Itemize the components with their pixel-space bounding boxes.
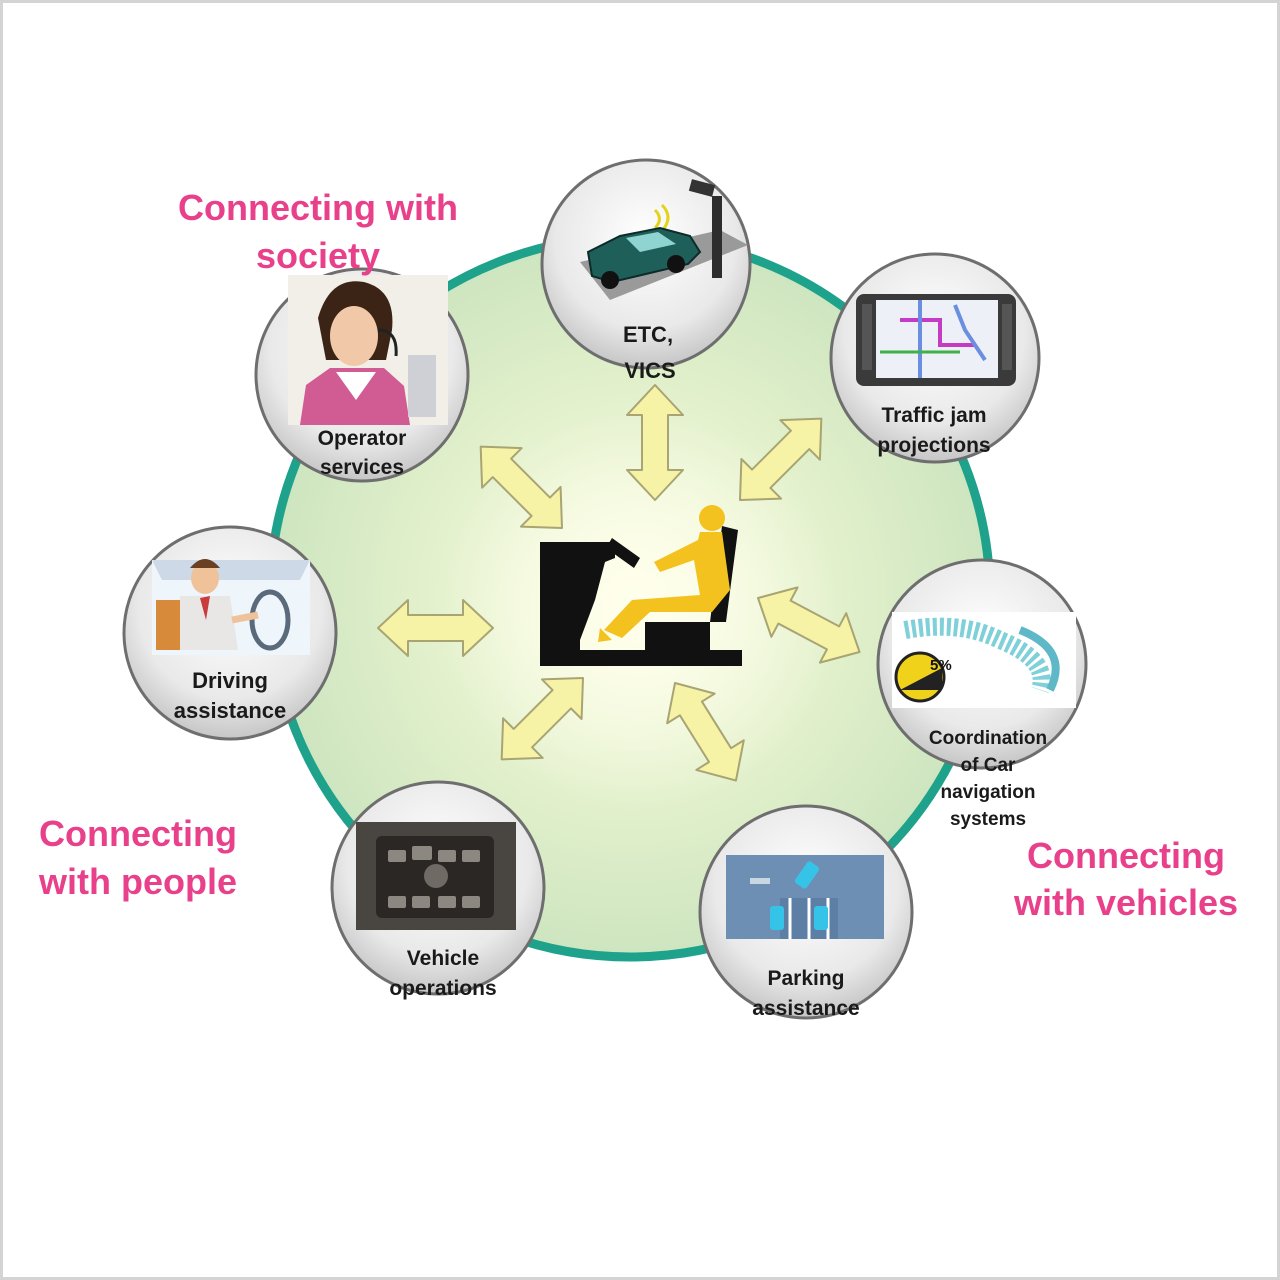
group-label-vehicles: Connecting with vehicles (1013, 835, 1238, 923)
people-label-line1: Connecting (39, 813, 237, 854)
etc-car-illustration (580, 179, 748, 300)
vehicles-label-line1: Connecting (1027, 835, 1225, 876)
group-label-society: Connecting with society (178, 187, 458, 276)
control-panel-illustration (356, 822, 516, 930)
coordination-label-line2: of Car (961, 755, 1017, 776)
driver-cabin-illustration (152, 559, 310, 655)
operator-label-line1: Operator (318, 427, 407, 450)
gradient-badge-text: 5% (930, 657, 952, 674)
driving-label-line1: Driving (192, 668, 268, 693)
node-parking-assistance: Parking assistance (698, 804, 914, 1020)
etc-label-line2: VICS (624, 358, 675, 383)
coordination-label-line1: Coordination (929, 728, 1047, 749)
navigation-screen-illustration (856, 294, 1016, 386)
operator-photo-illustration (288, 275, 448, 425)
group-label-people: Connecting with people (38, 813, 237, 902)
node-traffic-jam: Traffic jam projections (829, 252, 1041, 464)
driver-cockpit-icon (540, 505, 742, 666)
node-vehicle-operations: Vehicle operations (330, 780, 546, 1000)
coordination-label-line4: systems (950, 809, 1026, 830)
parking-label-line1: Parking (767, 967, 844, 990)
etc-label-line1: ETC, (623, 322, 673, 347)
parking-lot-illustration (726, 855, 884, 939)
society-label-line2: society (256, 235, 380, 276)
traffic-label-line1: Traffic jam (881, 404, 986, 427)
road-curve-illustration: 5% (892, 612, 1076, 708)
vehicle-ops-label-line1: Vehicle (407, 947, 479, 970)
vehicles-label-line2: with vehicles (1013, 882, 1238, 923)
node-coordination-navigation: 5% Coordination of Car navigation system… (876, 558, 1088, 830)
node-operator-services: Operator services (254, 267, 470, 483)
driving-label-line2: assistance (174, 698, 287, 723)
people-label-line2: with people (38, 861, 237, 902)
coordination-label-line3: navigation (940, 782, 1035, 803)
node-driving-assistance: Driving assistance (122, 525, 338, 741)
parking-label-line2: assistance (752, 997, 859, 1020)
traffic-label-line2: projections (877, 434, 990, 457)
operator-label-line2: services (320, 456, 404, 479)
vehicle-ops-label-line2: operations (389, 977, 496, 1000)
node-etc-vics: ETC, VICS (540, 158, 752, 383)
society-label-line1: Connecting with (178, 187, 458, 228)
